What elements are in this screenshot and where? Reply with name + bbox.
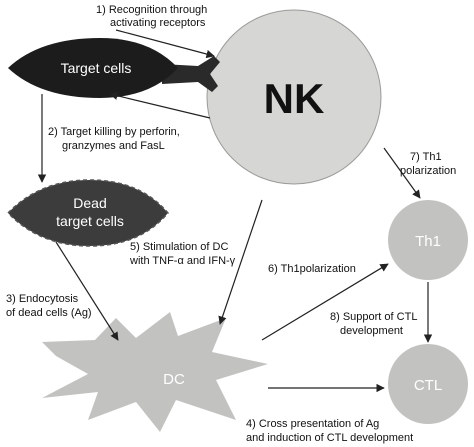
step-7-line-1: 7) Th1: [410, 151, 442, 163]
arrow-recognition: [115, 29, 215, 59]
nk-cell: NK: [206, 9, 382, 185]
step-2-line-1: 2) Target killing by perforin,: [48, 126, 180, 138]
step-2-line-2: granzymes and FasL: [62, 140, 165, 152]
activating-receptor-icon: [162, 56, 220, 92]
arrow-th1-polarization-nk: [383, 147, 421, 199]
step-6: 6) Th1polarization: [268, 263, 356, 275]
target-cells-label: Target cells: [61, 60, 132, 76]
step-5-line-1: 5) Stimulation of DC: [130, 241, 228, 253]
step-8-line-2: development: [340, 325, 403, 337]
arrow-th1-polarization-dc: [261, 263, 389, 341]
step-7-line-2: polarization: [400, 165, 456, 177]
arrow-endocytosis: [55, 241, 119, 341]
nk-label: NK: [264, 75, 325, 122]
ctl-cell: CTL: [388, 344, 468, 424]
arrow-killing: [109, 91, 211, 119]
step-3-line-1: 3) Endocytosis: [6, 293, 79, 305]
dead-cells-label-2: target cells: [56, 213, 124, 229]
th1-label: Th1: [415, 233, 441, 250]
step-1-line-1: 1) Recognition through: [96, 4, 207, 16]
dead-target-cells: Dead target cells: [6, 179, 169, 247]
step-8-line-1: 8) Support of CTL: [330, 311, 417, 323]
ctl-label: CTL: [414, 377, 442, 394]
step-4-line-1: 4) Cross presentation of Ag: [246, 418, 379, 430]
dc-label: DC: [163, 371, 185, 388]
step-3-line-2: of dead cells (Ag): [6, 307, 92, 319]
step-1-line-2: activating receptors: [110, 17, 206, 29]
step-4-line-2: and induction of CTL development: [246, 432, 413, 444]
arrow-dc-stimulation: [218, 199, 263, 325]
dendritic-cell: DC: [42, 312, 268, 432]
step-labels: 1) Recognition through activating recept…: [6, 4, 456, 444]
step-5-line-2: with TNF-α and IFN-γ: [129, 255, 236, 267]
dead-cells-label-1: Dead: [73, 195, 106, 211]
target-cells: Target cells: [8, 38, 178, 98]
th1-cell: Th1: [388, 200, 468, 280]
